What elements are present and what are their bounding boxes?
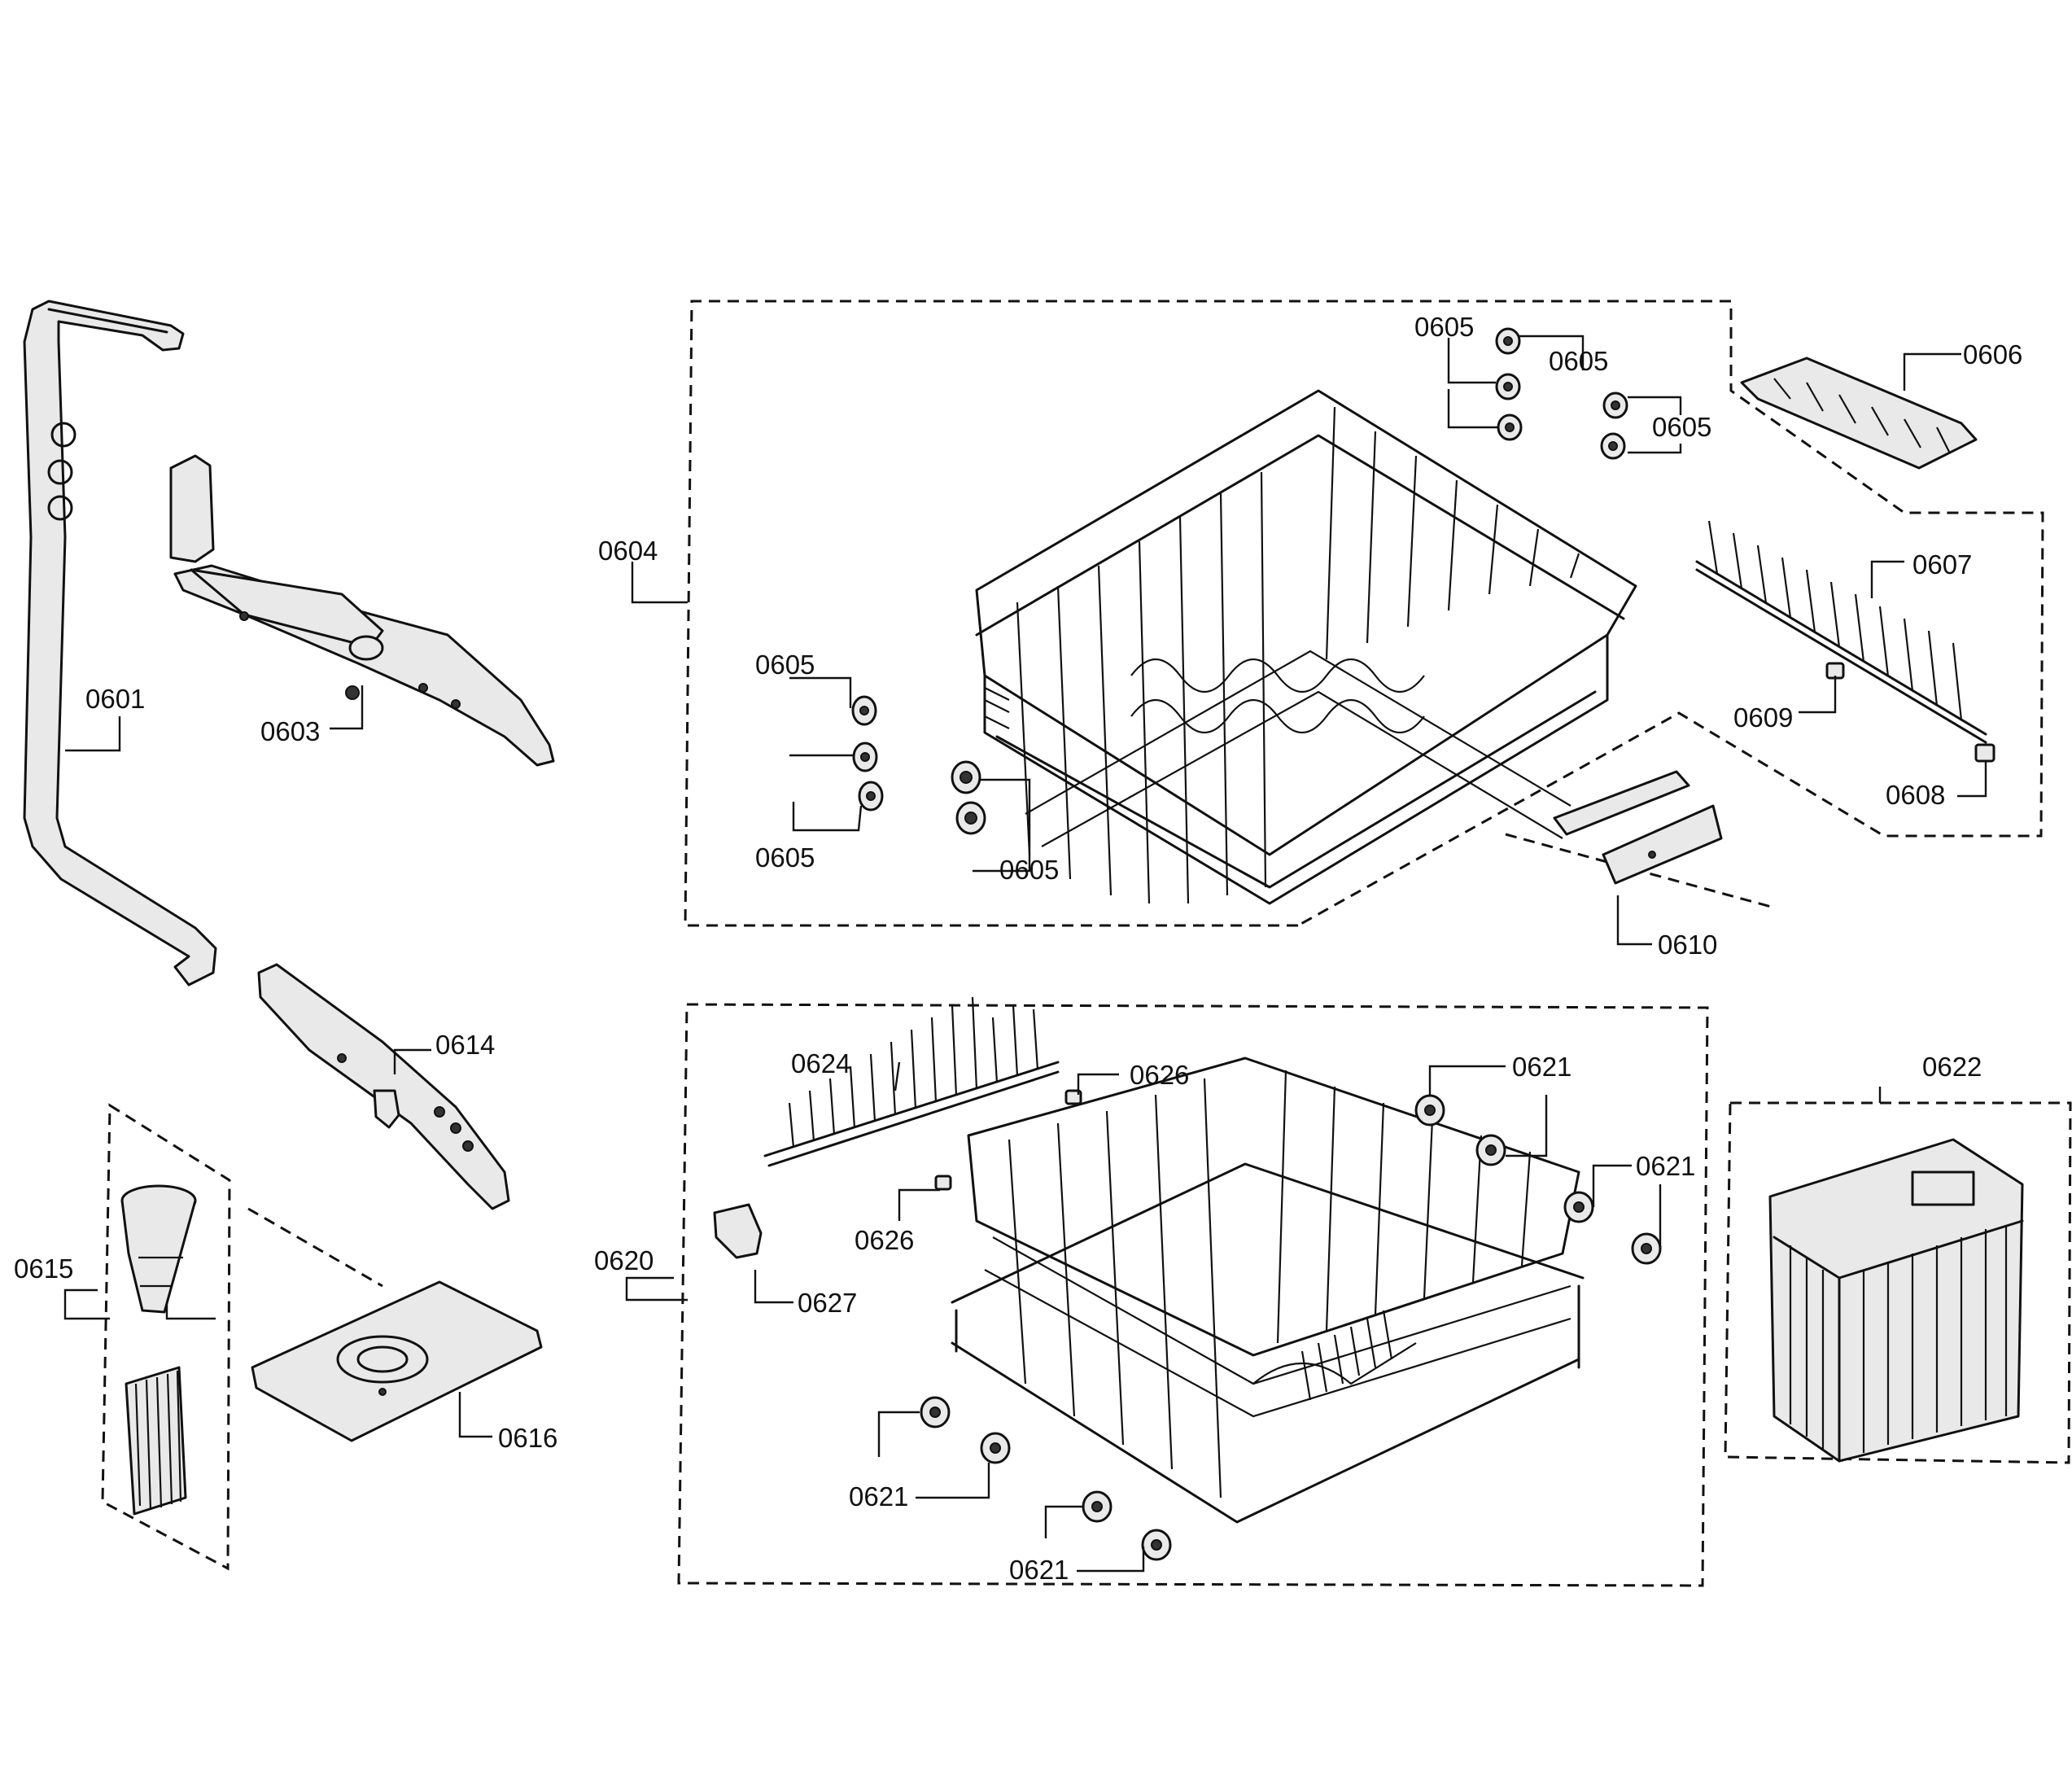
label-0609: 0609 xyxy=(1733,702,1793,733)
wheel-0605-f xyxy=(1495,327,1521,355)
clip-0626-b xyxy=(934,1175,952,1191)
label-0620: 0620 xyxy=(594,1245,654,1275)
lower-spray-arm-0614 xyxy=(257,963,510,1210)
wheel-0605-d xyxy=(951,760,981,794)
label-0614: 0614 xyxy=(435,1030,495,1060)
wheel-0605-h xyxy=(1497,413,1523,441)
label-0605-top-a: 0605 xyxy=(1414,312,1474,342)
lower-rack-wheels xyxy=(920,1094,1662,1561)
sump-cover-0616 xyxy=(251,1280,543,1442)
clip-0627 xyxy=(713,1203,763,1259)
wheel-0605-i xyxy=(1602,392,1628,419)
wheel-0605-b xyxy=(852,742,878,772)
lower-rack-basket xyxy=(951,1057,1585,1524)
upper-rack-group-box xyxy=(684,300,2044,927)
label-0601: 0601 xyxy=(85,684,145,714)
wheel-0605-a xyxy=(851,695,877,726)
cup-shelf-0606 xyxy=(1740,357,1978,470)
label-0605-top-b: 0605 xyxy=(1549,346,1608,376)
label-0608: 0608 xyxy=(1886,780,1945,810)
label-0621-c: 0621 xyxy=(849,1481,908,1512)
label-0605-left-a: 0605 xyxy=(755,650,815,680)
sump-cover-guide xyxy=(247,1207,383,1288)
silverware-basket-group-box xyxy=(1724,1101,2072,1464)
label-0604: 0604 xyxy=(598,536,658,566)
wheel-0605-e xyxy=(955,801,986,835)
tine-row-0624 xyxy=(763,996,1060,1167)
handle-0610 xyxy=(1553,770,1723,885)
wheel-0621-d xyxy=(1631,1232,1662,1265)
label-0627: 0627 xyxy=(798,1288,857,1318)
wheel-0621-c xyxy=(1563,1191,1594,1223)
label-0603: 0603 xyxy=(260,716,320,746)
wheel-0621-a xyxy=(1414,1094,1445,1127)
leader-lines xyxy=(63,335,1987,1573)
label-0605-left-b: 0605 xyxy=(755,842,815,873)
label-0621-b: 0621 xyxy=(1636,1151,1695,1181)
label-0607: 0607 xyxy=(1912,549,1972,580)
clip-0626-a xyxy=(1064,1089,1082,1105)
label-0615: 0615 xyxy=(14,1253,73,1284)
label-0621-d: 0621 xyxy=(1009,1555,1069,1585)
upper-rack-wheels xyxy=(851,327,1628,835)
label-0622: 0622 xyxy=(1922,1052,1982,1082)
wheel-0605-j xyxy=(1600,432,1626,460)
label-0605-mid: 0605 xyxy=(999,855,1059,885)
label-0605-top-c: 0605 xyxy=(1652,412,1711,442)
wheel-0621-e xyxy=(920,1396,951,1428)
label-0606: 0606 xyxy=(1963,339,2022,370)
label-0626-a: 0626 xyxy=(1130,1060,1189,1090)
part-labels: 0601 0603 0604 0605 0605 0605 0605 0605 … xyxy=(14,312,2022,1585)
silverware-basket-0622 xyxy=(1768,1138,2024,1463)
wheel-0621-b xyxy=(1475,1134,1506,1166)
upper-rack-basket xyxy=(975,389,1637,905)
wheel-0605-g xyxy=(1495,373,1521,400)
wheel-0621-h xyxy=(1141,1529,1172,1561)
label-0624: 0624 xyxy=(791,1048,850,1078)
lower-rack-group-box xyxy=(677,1003,1709,1587)
clip-0608 xyxy=(1974,743,1996,763)
upper-spray-arm-0603 xyxy=(169,454,555,767)
label-0621-a: 0621 xyxy=(1512,1052,1571,1082)
group-boxes xyxy=(101,300,2072,1587)
wheel-0621-f xyxy=(980,1432,1011,1464)
label-0610: 0610 xyxy=(1658,930,1717,960)
tine-row-0607 xyxy=(1695,520,1987,744)
label-0616: 0616 xyxy=(498,1423,557,1453)
wheel-0605-c xyxy=(858,781,884,812)
supply-tube-0601 xyxy=(23,300,217,987)
filter-0615 xyxy=(120,1184,197,1516)
label-0626-b: 0626 xyxy=(855,1225,914,1255)
filter-group-box xyxy=(101,1103,231,1571)
wheel-0621-g xyxy=(1082,1490,1112,1523)
